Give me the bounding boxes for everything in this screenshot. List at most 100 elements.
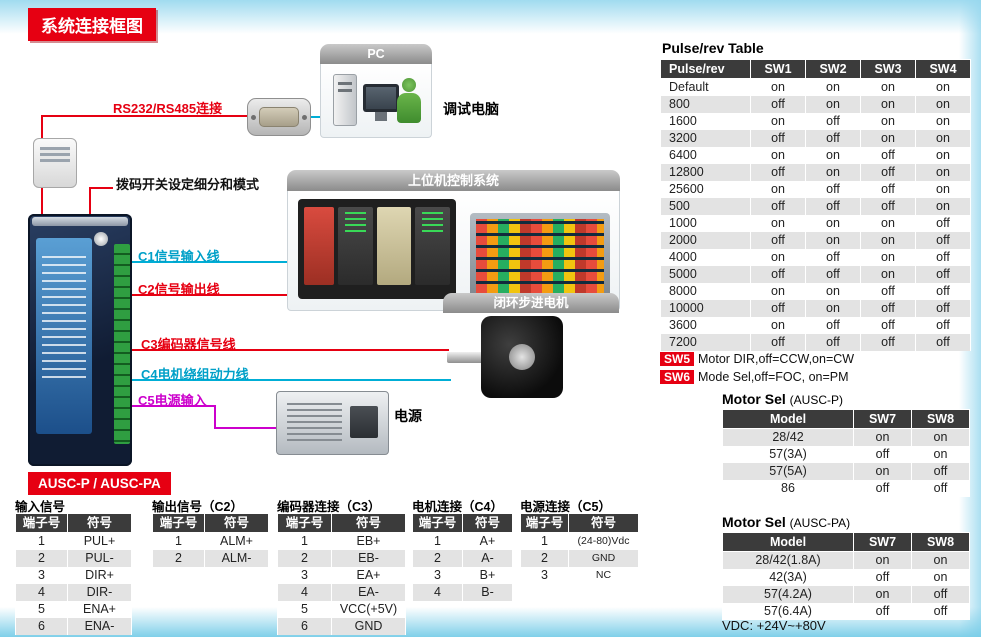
table-cell: on [911,551,970,569]
table-cell: off [805,266,861,283]
table-cell: 57(6.4A) [722,603,854,620]
table-cell: EA+ [331,567,406,584]
column-header: 端子号 [277,513,332,533]
table-cell: ALM- [204,550,269,567]
sw6-text: Mode Sel,off=FOC, on=PM [698,370,849,384]
table-cell: 3 [520,567,569,584]
hmi-screen [476,219,604,293]
column-header: 端子号 [412,513,463,533]
hmi-touchscreen-image [470,213,610,299]
table-cell: on [911,569,970,586]
table-cell: ENA- [67,618,132,635]
motor-image [447,316,577,398]
column-header: 端子号 [15,513,68,533]
power-supply-slot [350,406,378,438]
power-conn-title: 电源连接（C5） [520,500,611,514]
table-cell: 6 [277,618,332,635]
table-cell: 3600 [660,317,751,334]
c4-label: C4电机绕组动力线 [141,367,249,382]
driver-terminal-blocks [114,244,130,444]
motor-sel-p-title-text: Motor Sel [722,391,786,407]
table-cell: off [915,317,971,334]
table-cell: off [860,147,916,164]
column-header: SW3 [860,59,916,79]
sw5-badge: SW5 [660,352,695,366]
table-cell: on [805,215,861,232]
table-cell: off [805,198,861,215]
table-cell: 4 [412,584,463,601]
table-cell: on [915,164,971,181]
table-row: 1(24-80)Vdc [520,532,639,550]
table-cell: 57(5A) [722,463,854,480]
table-cell: off [915,249,971,266]
table-cell: off [805,130,861,147]
table-cell: 57(3A) [722,446,854,463]
table-cell: 3 [412,567,463,584]
table-cell: on [911,446,970,463]
c3-label: C3编码器信号线 [141,337,236,352]
table-cell: 1 [277,532,332,550]
table-cell: off [853,603,912,620]
output-signal-title: 输出信号（C2） [152,500,243,514]
plc-io-module [415,207,450,285]
table-cell: B+ [462,567,513,584]
header-row: 端子号符号 [412,513,513,533]
vdc-note: VDC: +24V~+80V [722,618,826,633]
table-cell: 2 [152,550,205,567]
table-cell: 800 [660,96,751,113]
computer-tower-icon [333,74,357,126]
motor-sel-pa-variant: (AUSC-PA) [789,516,851,530]
host-panel-header: 上位机控制系统 [287,170,620,191]
table-cell: off [750,198,806,215]
column-header: 端子号 [152,513,205,533]
user-icon [395,78,423,126]
table-cell: off [805,334,861,351]
table-cell: (24-80)Vdc [568,532,639,550]
table-cell: 1 [152,532,205,550]
c5-label: C5电源输入 [138,393,207,408]
table-cell: off [853,480,912,497]
table-cell: 5000 [660,266,751,283]
table-cell: ENA+ [67,601,132,618]
table-cell: on [805,300,861,317]
table-cell: on [805,96,861,113]
table-cell: B- [462,584,513,601]
table-cell: 7200 [660,334,751,351]
table-cell: off [853,446,912,463]
table-cell: on [805,164,861,181]
table-cell: 500 [660,198,751,215]
pc-panel: PC [320,44,432,138]
table-cell: NC [568,567,639,584]
column-header: 符号 [204,513,269,533]
table-cell: off [853,569,912,586]
table-cell: on [860,249,916,266]
table-cell: PUL+ [67,532,132,550]
pulse-table-title: Pulse/rev Table [662,40,764,56]
plc-image [298,199,456,299]
table-cell: off [805,317,861,334]
column-header: SW8 [911,532,970,552]
pc-panel-header: PC [320,44,432,64]
table-cell: off [750,96,806,113]
driver-heatsink [32,217,128,226]
table-cell: on [915,130,971,147]
table-cell: off [860,317,916,334]
dip-switch-label: 拨码开关设定细分和模式 [116,177,260,192]
column-header: Model [722,532,854,552]
